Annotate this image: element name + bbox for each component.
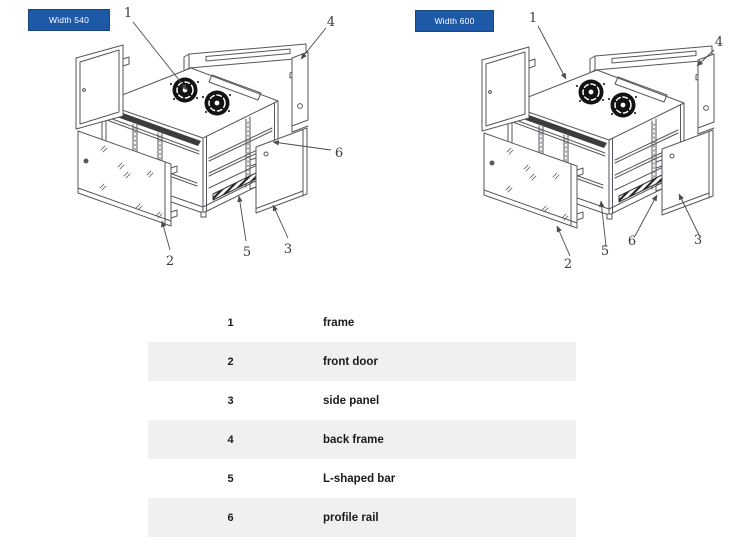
table-row: 4 back frame (148, 420, 576, 459)
cabinet-drawing-600 (481, 45, 715, 229)
part-number: 6 (227, 511, 234, 524)
callout-6: 6 (335, 146, 343, 161)
width-600-badge: Width 600 (415, 10, 494, 32)
cabinet-drawing-540 (75, 43, 309, 227)
part-number: 1 (227, 316, 234, 329)
callout-3: 3 (284, 242, 292, 257)
part-number: 2 (227, 355, 234, 368)
part-number: 4 (227, 433, 234, 446)
part-label: front door (323, 355, 378, 368)
callout-3: 3 (694, 233, 702, 248)
part-number: 5 (227, 472, 234, 485)
callout-2: 2 (564, 257, 572, 272)
part-number: 3 (227, 394, 234, 407)
table-row: 5 L-shaped bar (148, 459, 576, 498)
callouts-600: 1 2 3 4 5 6 (529, 11, 723, 272)
callout-4: 4 (327, 15, 335, 30)
callouts-540: 1 2 3 4 5 6 (124, 6, 343, 269)
exploded-view-canvas: 1 2 3 4 5 6 1 2 3 4 5 6 (75, 6, 723, 272)
callout-1: 1 (529, 11, 537, 26)
part-label: frame (323, 316, 355, 329)
table-row: 6 profile rail (148, 498, 576, 537)
part-label: profile rail (323, 511, 379, 524)
table-row: 3 side panel (148, 381, 576, 420)
callout-5: 5 (243, 245, 251, 260)
part-label: L-shaped bar (323, 472, 396, 485)
part-label: side panel (323, 394, 380, 407)
table-row: 2 front door (148, 342, 576, 381)
part-label: back frame (323, 433, 384, 446)
callout-5: 5 (601, 244, 609, 259)
width-540-badge: Width 540 (28, 9, 110, 31)
table-row: 1 frame (148, 303, 576, 342)
callout-2: 2 (166, 254, 174, 269)
callout-1: 1 (124, 6, 132, 21)
callout-4: 4 (715, 35, 723, 50)
callout-6: 6 (628, 234, 636, 249)
parts-table: 1 frame 2 front door 3 side panel 4 back… (148, 303, 576, 537)
